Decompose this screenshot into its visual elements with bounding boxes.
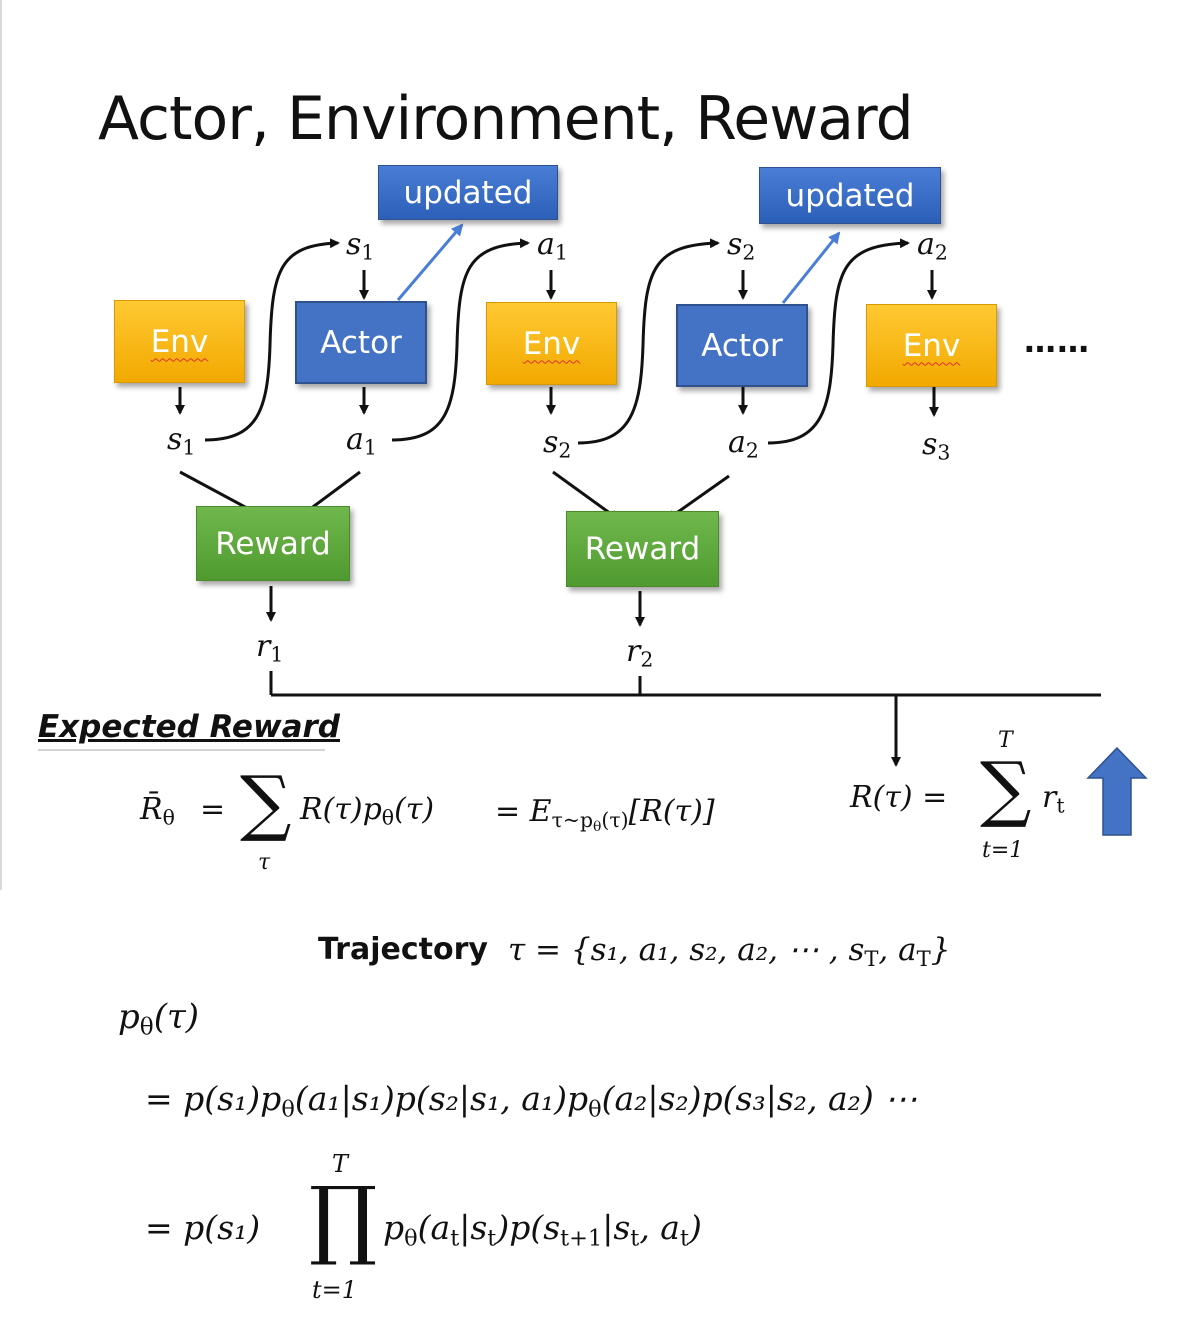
curve-a2 [767,238,910,445]
label-r1: r1 [256,629,284,667]
env-box-1: Env [114,300,245,383]
sum-symbol-total: ∑ [980,746,1032,830]
env-box-3: Env [866,304,997,387]
slide-border [0,0,2,890]
sum-symbol-expected: ∑ [240,760,292,844]
curve-a1 [391,238,530,442]
label-s2-bottom: s2 [543,425,572,463]
label-a1-top: a1 [537,227,568,265]
increase-arrow [1086,746,1148,836]
prob-line1: = p(s₁)pθ(a₁|s₁)p(s₂|s₁, a₁)pθ(a₂|s₂)p(s… [145,1079,918,1123]
total-sum-under: t=1 [982,838,1024,863]
updated-box-2: updated [759,167,941,224]
env-box-2: Env [486,302,617,385]
total-reward-lhs: R(τ) = [850,780,948,815]
label-s2-top: s2 [727,227,756,265]
label-a1-bottom: a1 [346,422,377,460]
trajectory-label: Trajectory [318,932,488,967]
ellipsis: …… [1024,322,1090,360]
label-r2: r2 [626,634,654,672]
total-sum-over: T [998,728,1013,753]
total-reward-term: rt [1042,780,1065,818]
expected-reward-label: Expected Reward [38,709,340,745]
reward-box-2: Reward [566,511,719,587]
trajectory-formula: τ = {s₁, a₁, s₂, a₂, ⋯ , sT, aT} [508,932,951,971]
label-a2-top: a2 [917,227,948,265]
expected-reward-term: R(τ)pθ(τ) [300,792,435,830]
prob-lhs: pθ(τ) [118,997,200,1041]
label-s1-bottom: s1 [167,422,196,460]
update-arrow-1 [396,223,464,301]
slide-title: Actor, Environment, Reward [98,84,914,154]
label-s3-bottom: s3 [922,427,951,465]
update-arrow-2 [781,231,841,304]
expected-reward-lhs: R̄θ [140,792,175,830]
sum-under-tau: τ [258,850,271,875]
prod-under: t=1 [312,1276,358,1304]
prob-line2-tail: pθ(at|st)p(st+1|st, at) [383,1208,702,1252]
label-s1-top: s1 [346,227,375,265]
product-symbol: ∏ [309,1169,378,1269]
expected-reward-eq: = [200,792,226,827]
actor-box-2: Actor [676,304,808,387]
label-a2-bottom: a2 [728,425,759,463]
expected-reward-expectation: = Eτ~pθ(τ)[R(τ)] [495,794,715,835]
curve-s2 [577,238,720,445]
curve-s1 [204,238,340,442]
actor-box-1: Actor [295,301,427,384]
prod-over: T [332,1150,349,1178]
prob-line2-head: = p(s₁) [145,1208,261,1247]
updated-box-1: updated [378,165,558,220]
reward-box-1: Reward [196,506,350,581]
